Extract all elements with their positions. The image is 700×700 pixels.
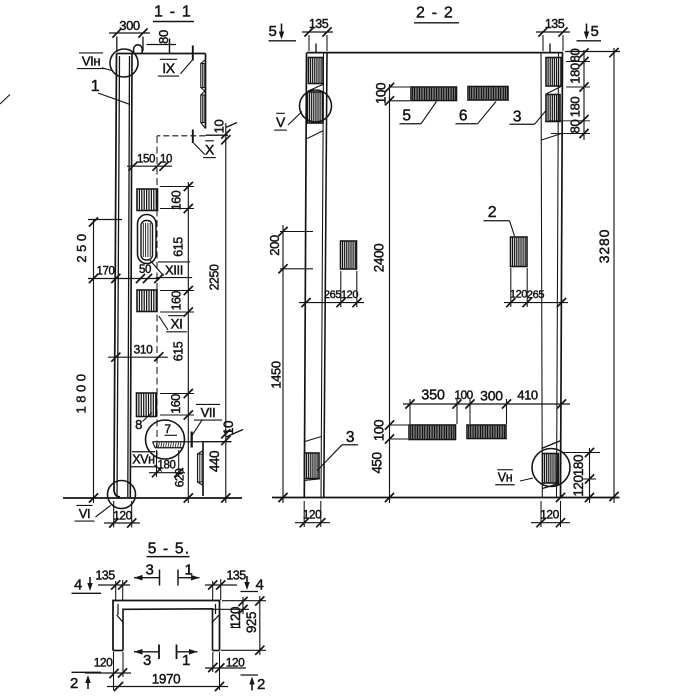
svg-text:80: 80 bbox=[568, 49, 583, 63]
svg-text:350: 350 bbox=[421, 388, 445, 404]
svg-text:3: 3 bbox=[143, 652, 151, 669]
svg-text:1: 1 bbox=[91, 78, 100, 95]
svg-text:120: 120 bbox=[228, 607, 243, 628]
svg-text:2: 2 bbox=[488, 204, 497, 221]
svg-text:6: 6 bbox=[459, 108, 467, 125]
svg-text:1: 1 bbox=[182, 652, 190, 669]
svg-text:135: 135 bbox=[309, 17, 329, 31]
svg-text:VII: VII bbox=[201, 405, 216, 420]
svg-text:10: 10 bbox=[212, 120, 227, 134]
svg-text:X: X bbox=[205, 142, 215, 158]
svg-text:310: 310 bbox=[134, 343, 154, 357]
svg-text:180: 180 bbox=[568, 97, 583, 118]
svg-text:135: 135 bbox=[226, 569, 246, 583]
svg-text:1800: 1800 bbox=[74, 371, 89, 414]
svg-text:XI: XI bbox=[171, 317, 183, 332]
svg-text:180: 180 bbox=[568, 63, 583, 84]
svg-text:615: 615 bbox=[172, 341, 186, 361]
svg-text:120: 120 bbox=[510, 289, 527, 301]
svg-text:615: 615 bbox=[172, 237, 186, 257]
svg-text:1970: 1970 bbox=[152, 672, 180, 687]
svg-text:100: 100 bbox=[372, 420, 387, 441]
svg-text:180: 180 bbox=[571, 455, 586, 476]
svg-text:XIII: XIII bbox=[165, 263, 183, 278]
svg-text:VIн: VIн bbox=[82, 54, 100, 69]
svg-text:4: 4 bbox=[74, 577, 82, 594]
svg-text:170: 170 bbox=[97, 266, 115, 278]
svg-text:5: 5 bbox=[591, 23, 599, 40]
svg-text:VI: VI bbox=[79, 506, 90, 521]
svg-text:120: 120 bbox=[341, 289, 358, 301]
svg-text:925: 925 bbox=[244, 612, 259, 633]
svg-text:3: 3 bbox=[146, 562, 154, 579]
svg-text:265: 265 bbox=[324, 289, 341, 301]
svg-text:135: 135 bbox=[95, 569, 115, 583]
svg-text:300: 300 bbox=[119, 18, 140, 33]
svg-text:XVн: XVн bbox=[132, 453, 155, 467]
svg-text:10: 10 bbox=[160, 154, 172, 166]
svg-text:120: 120 bbox=[303, 508, 322, 522]
svg-text:1: 1 bbox=[185, 562, 193, 579]
svg-text:100: 100 bbox=[454, 388, 473, 402]
svg-text:3280: 3280 bbox=[596, 229, 612, 263]
svg-text:5: 5 bbox=[269, 23, 277, 40]
svg-text:10: 10 bbox=[221, 421, 236, 435]
svg-text:2250: 2250 bbox=[208, 264, 222, 290]
svg-text:3: 3 bbox=[346, 429, 354, 446]
svg-text:2 - 2: 2 - 2 bbox=[416, 5, 454, 22]
svg-text:7: 7 bbox=[164, 422, 171, 436]
svg-text:160: 160 bbox=[170, 190, 184, 210]
svg-text:3: 3 bbox=[513, 109, 521, 126]
svg-text:160: 160 bbox=[169, 394, 183, 414]
svg-text:300: 300 bbox=[480, 388, 503, 404]
svg-text:1 - 1: 1 - 1 bbox=[154, 4, 192, 21]
svg-text:180: 180 bbox=[158, 460, 176, 472]
svg-text:265: 265 bbox=[527, 289, 544, 301]
svg-text:120: 120 bbox=[571, 475, 586, 496]
svg-text:5 - 5.: 5 - 5. bbox=[148, 541, 191, 558]
svg-text:IX: IX bbox=[162, 60, 175, 76]
svg-text:50: 50 bbox=[139, 264, 151, 276]
svg-text:80: 80 bbox=[156, 30, 171, 44]
svg-text:200: 200 bbox=[267, 235, 282, 256]
svg-text:80: 80 bbox=[568, 120, 583, 134]
svg-text:450: 450 bbox=[370, 452, 385, 473]
svg-text:5: 5 bbox=[402, 108, 410, 125]
svg-text:V: V bbox=[276, 114, 286, 130]
svg-text:2: 2 bbox=[70, 675, 78, 692]
svg-text:120: 120 bbox=[226, 656, 245, 670]
svg-text:2: 2 bbox=[257, 676, 265, 693]
svg-text:410: 410 bbox=[517, 388, 538, 403]
svg-text:100: 100 bbox=[374, 83, 389, 104]
svg-text:1450: 1450 bbox=[269, 361, 284, 388]
svg-text:250: 250 bbox=[74, 230, 89, 262]
svg-text:120: 120 bbox=[94, 656, 113, 670]
svg-text:8: 8 bbox=[135, 417, 142, 432]
svg-text:160: 160 bbox=[170, 291, 184, 311]
svg-text:Vн: Vн bbox=[498, 471, 513, 485]
svg-text:440: 440 bbox=[207, 451, 222, 472]
svg-text:150: 150 bbox=[137, 154, 155, 166]
svg-text:135: 135 bbox=[545, 17, 565, 31]
svg-text:2400: 2400 bbox=[372, 244, 387, 272]
svg-text:4: 4 bbox=[256, 577, 264, 594]
